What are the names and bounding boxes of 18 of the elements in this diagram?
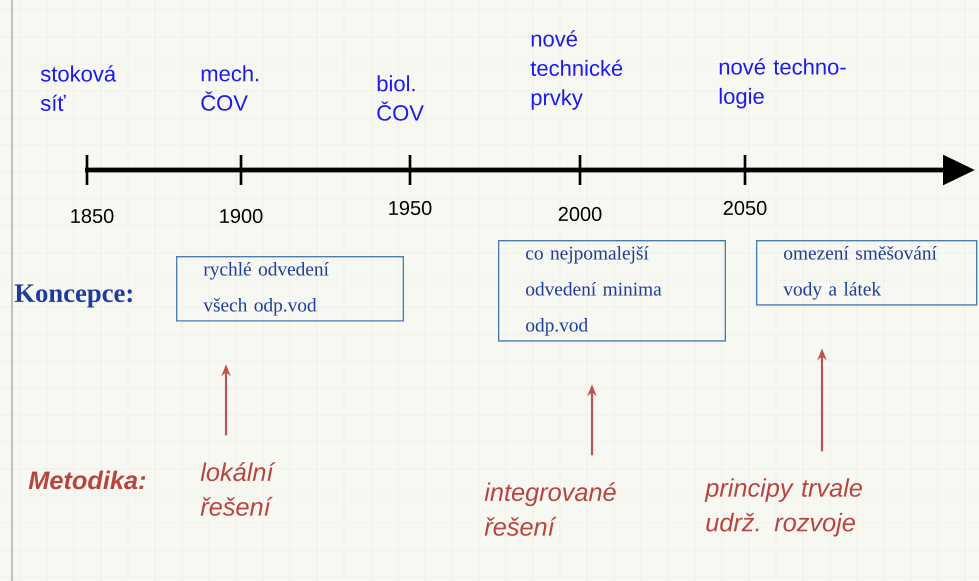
row-heading: Metodika: bbox=[28, 470, 146, 490]
year-label: 1950 bbox=[389, 200, 432, 216]
year-label: 2050 bbox=[724, 200, 766, 216]
concept-box: rychlé odvedení všech odp.vod bbox=[176, 256, 404, 322]
method-text: integrované řešení bbox=[484, 482, 616, 536]
year-label: 2000 bbox=[558, 206, 602, 222]
method-text: lokální řešení bbox=[200, 462, 276, 516]
era-label: stoková síť bbox=[40, 65, 116, 111]
era-label: nové technické prvky bbox=[530, 30, 622, 110]
row-heading: Koncepce: bbox=[14, 284, 132, 308]
concept-box: omezení směšování vody a látek bbox=[756, 240, 978, 306]
era-label: nové techno-logie bbox=[720, 58, 846, 108]
era-label: mech. ČOV bbox=[201, 65, 258, 111]
era-label: biol. ČOV bbox=[377, 75, 424, 121]
year-label: 1900 bbox=[220, 208, 262, 224]
method-text: principy trvale udrž. rozvoje bbox=[704, 478, 862, 537]
year-label: 1850 bbox=[71, 208, 114, 224]
concept-box: co nejpomalejší odvedení minima odp.vod bbox=[498, 240, 726, 342]
